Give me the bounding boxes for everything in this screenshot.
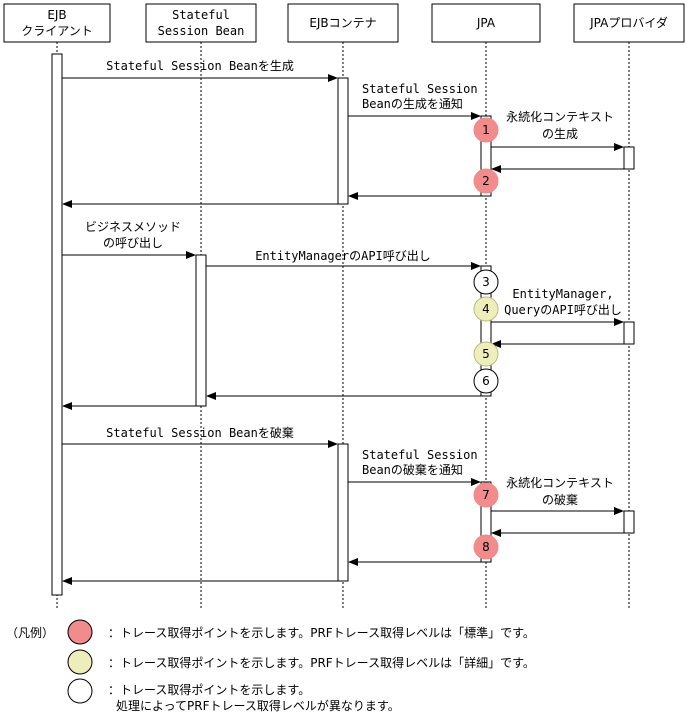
participant-label: JPAプロバイダ <box>589 15 668 30</box>
participant-jpa: JPA <box>431 3 541 43</box>
participant-label: JPA <box>476 16 496 30</box>
activation-jpa-3 <box>480 481 492 563</box>
message-label: の呼び出し <box>103 236 163 250</box>
trace-point-label: 8 <box>482 540 490 554</box>
activation-provider-2 <box>623 321 635 345</box>
message-label: QueryのAPI呼び出し <box>504 303 622 317</box>
trace-point-label: 4 <box>482 302 490 316</box>
message-label: の生成 <box>542 127 578 141</box>
participant-label: Session Bean <box>158 24 245 38</box>
trace-point-circle <box>473 534 499 560</box>
trace-point-label: 2 <box>482 174 490 188</box>
trace-point-label: 6 <box>482 374 490 388</box>
trace-point-3: 3 <box>473 269 499 295</box>
trace-point-label: 1 <box>482 123 490 137</box>
participant-label: クライアント <box>21 24 93 38</box>
message-label: Stateful Session <box>362 448 478 462</box>
trace-point-6: 6 <box>473 368 499 394</box>
participant-jpa-provider: JPAプロバイダ <box>573 3 685 43</box>
activation-container-2 <box>337 443 349 582</box>
participant-ejb-container: EJBコンテナ <box>287 3 399 43</box>
activation-jpa-1 <box>480 115 492 197</box>
message-label: Beanの生成を通知 <box>362 97 463 111</box>
message-label: Beanの破棄を通知 <box>362 462 463 477</box>
legend-varies-swatch <box>67 678 93 704</box>
legend-detail-swatch <box>67 649 93 675</box>
message-label: EntityManager, <box>512 287 613 301</box>
trace-points: 1 2 3 4 5 6 7 8 <box>473 117 499 560</box>
activation-jpa-2 <box>480 265 492 397</box>
trace-point-circle <box>473 117 499 143</box>
legend: （凡例） ：トレース取得ポイントを示します。PRFトレース取得レベルは「標準」で… <box>6 619 535 713</box>
legend-title: （凡例） <box>6 626 54 640</box>
trace-point-4: 4 <box>473 296 499 322</box>
trace-point-1: 1 <box>473 117 499 143</box>
legend-standard-text: ：トレース取得ポイントを示します。PRFトレース取得レベルは「標準」です。 <box>108 625 535 640</box>
legend-detail-text: ：トレース取得ポイントを示します。PRFトレース取得レベルは「詳細」です。 <box>108 655 535 670</box>
trace-point-circle <box>473 168 499 194</box>
legend-varies-text-2: 処理によってPRFトレース取得レベルが異なります。 <box>116 698 400 713</box>
arrows <box>62 74 624 585</box>
trace-point-label: 7 <box>482 488 490 502</box>
participant-stateful-session-bean: Stateful Session Bean <box>145 3 257 43</box>
activation-container-1 <box>337 77 349 205</box>
trace-point-2: 2 <box>473 168 499 194</box>
message-label: ビジネスメソッド <box>85 220 181 234</box>
trace-point-circle <box>473 482 499 508</box>
message-label: Stateful Session <box>362 82 478 96</box>
activation-bars <box>51 53 635 596</box>
message-label: Stateful Session Beanを破棄 <box>106 425 294 440</box>
trace-point-circle <box>473 269 499 295</box>
participant-ejb-client: EJB クライアント <box>3 3 111 43</box>
activation-provider-3 <box>623 510 635 534</box>
trace-point-circle <box>473 296 499 322</box>
trace-point-circle <box>473 368 499 394</box>
activation-ejb-client <box>51 53 63 596</box>
participant-label: EJB <box>47 8 66 22</box>
trace-point-8: 8 <box>473 534 499 560</box>
trace-point-circle <box>473 341 499 367</box>
participant-label: EJBコンテナ <box>309 16 376 30</box>
message-label: 永続化コンテキスト <box>506 476 614 490</box>
message-label: の破棄 <box>542 492 578 507</box>
trace-point-label: 3 <box>482 275 490 289</box>
legend-standard-swatch <box>67 619 93 645</box>
trace-point-label: 5 <box>482 347 490 361</box>
message-label: 永続化コンテキスト <box>506 110 614 124</box>
activation-provider-1 <box>623 146 635 170</box>
participant-label: Stateful <box>172 8 230 22</box>
activation-session-bean <box>195 254 207 407</box>
message-label: EntityManagerのAPI呼び出し <box>255 249 431 263</box>
legend-varies-text: ：トレース取得ポイントを示します。 <box>108 682 310 697</box>
message-label: Stateful Session Beanを生成 <box>106 59 294 73</box>
trace-point-5: 5 <box>473 341 499 367</box>
trace-point-7: 7 <box>473 482 499 508</box>
